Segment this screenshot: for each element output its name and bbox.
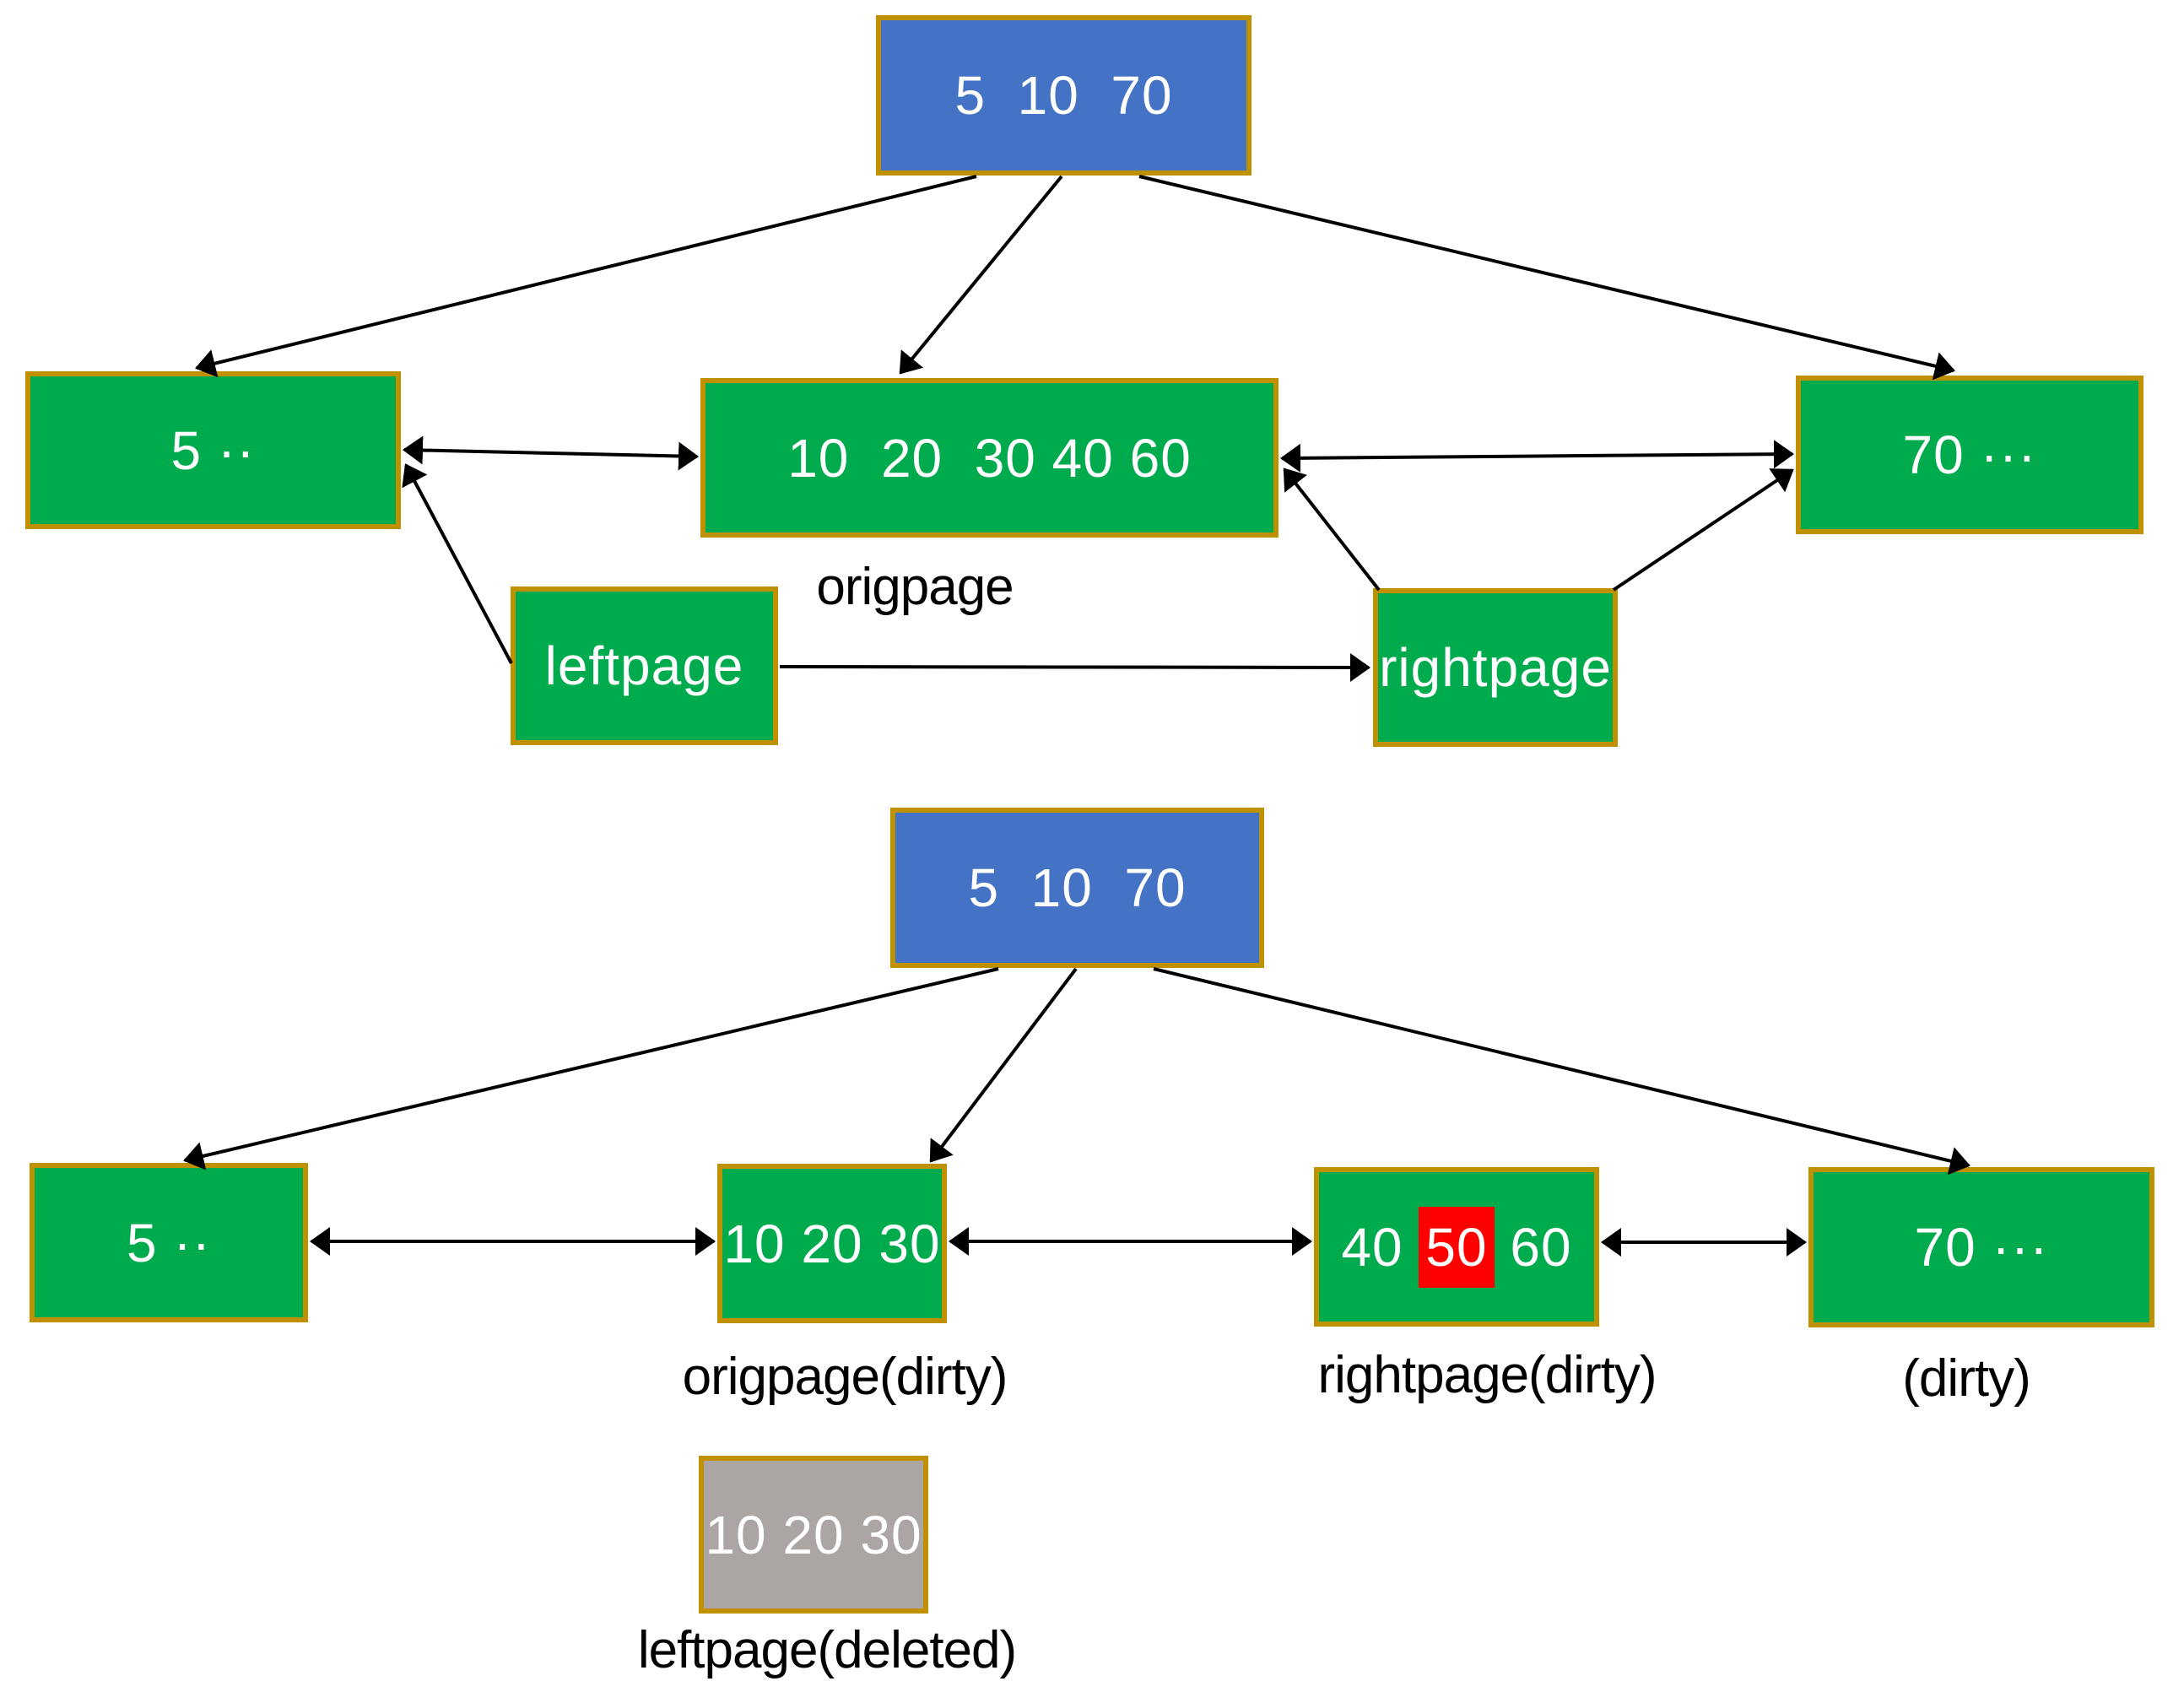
- arrow-root1-to-orig1: [899, 175, 1063, 375]
- rightpage-dirty-prefix: 40: [1341, 1216, 1419, 1278]
- left-sibling-page-before-label: 5 ··: [170, 419, 256, 481]
- arrow-rightpage-to-right1: [1612, 468, 1794, 592]
- arrow-root2-to-orig2: [929, 967, 1078, 1163]
- arrow-left1-orig1-sibling: [403, 435, 699, 471]
- inserted-key-highlight: 50: [1419, 1206, 1495, 1288]
- rightpage-node-label: rightpage: [1379, 637, 1612, 698]
- arrow-leftpage-to-rightpage: [779, 652, 1370, 682]
- root-page-before: 5 10 70: [876, 15, 1251, 176]
- arrow-root2-to-left2: [183, 967, 999, 1170]
- origpage-dirty: 10 20 30: [717, 1164, 947, 1323]
- rightpage-dirty-label: 40 50 60: [1341, 1206, 1572, 1288]
- rightpage-node: rightpage: [1373, 588, 1618, 747]
- right-sibling-page-dirty-label: 70 ···: [1914, 1217, 2049, 1278]
- left-sibling-page-after-label: 5 ··: [127, 1212, 211, 1273]
- right-sibling-page-before-label: 70 ···: [1902, 424, 2037, 485]
- origpage-dirty-caption: origpage(dirty): [682, 1348, 1008, 1406]
- arrow-root1-to-left1: [195, 175, 977, 378]
- left-sibling-page-before: 5 ··: [25, 371, 401, 529]
- leftpage-deleted: 10 20 30: [699, 1456, 928, 1614]
- right-sibling-page-dirty: 70 ···: [1808, 1167, 2154, 1327]
- arrow-root2-to-right2: [1153, 967, 1970, 1176]
- root-page-after-label: 5 10 70: [968, 857, 1187, 918]
- root-page-after: 5 10 70: [890, 808, 1264, 968]
- right-sibling-dirty-caption: (dirty): [1902, 1349, 2030, 1408]
- right-sibling-page-before: 70 ···: [1796, 376, 2143, 534]
- rightpage-dirty: 40 50 60: [1314, 1167, 1599, 1327]
- origpage-caption: origpage: [816, 558, 1014, 616]
- leftpage-deleted-caption: leftpage(deleted): [637, 1621, 1017, 1679]
- leftpage-deleted-label: 10 20 30: [705, 1504, 922, 1565]
- origpage-dirty-label: 10 20 30: [723, 1213, 941, 1274]
- arrow-rightpage-to-orig1: [1283, 468, 1381, 592]
- leftpage-node-label: leftpage: [544, 635, 744, 696]
- root-page-before-label: 5 10 70: [954, 65, 1173, 126]
- origpage-before-label: 10 20 30 40 60: [787, 427, 1192, 489]
- rightpage-dirty-suffix: 60: [1494, 1216, 1572, 1278]
- rightpage-dirty-caption: rightpage(dirty): [1317, 1346, 1657, 1404]
- leftpage-node: leftpage: [511, 587, 778, 745]
- left-sibling-page-after: 5 ··: [30, 1163, 308, 1322]
- arrow-orig1-right1-sibling: [1280, 440, 1794, 473]
- arrow-root1-to-right1: [1138, 175, 1955, 381]
- arrow-leftpage-to-left1: [402, 463, 513, 664]
- origpage-before: 10 20 30 40 60: [700, 378, 1279, 538]
